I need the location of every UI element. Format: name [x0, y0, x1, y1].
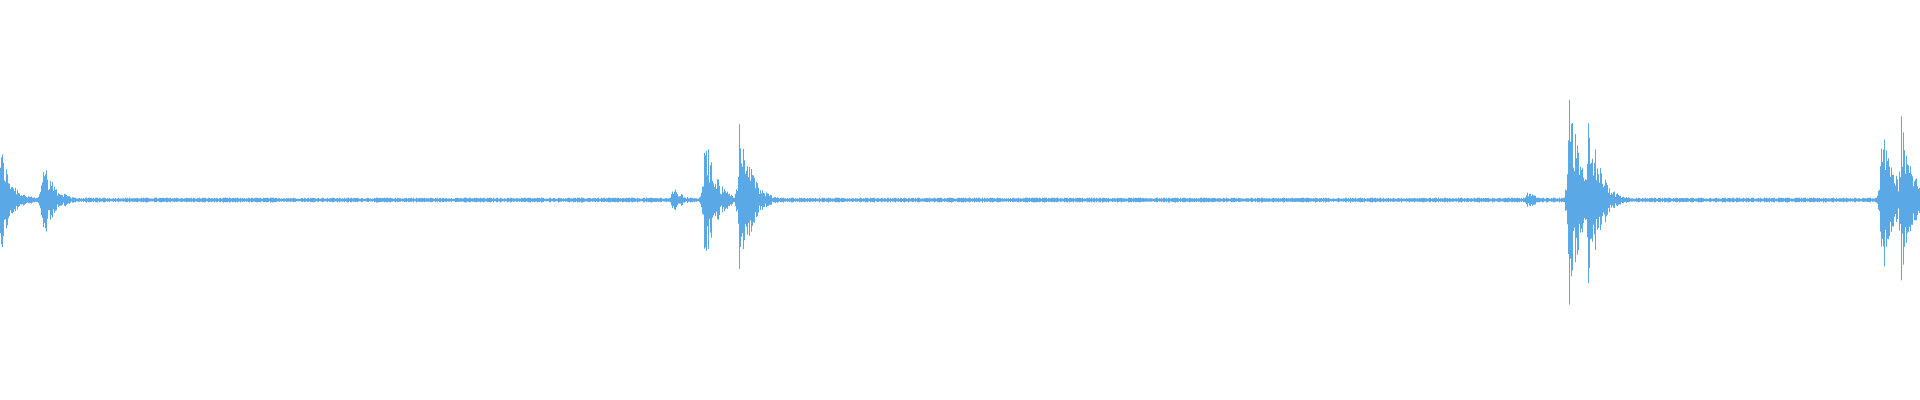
waveform-trace — [0, 99, 1920, 305]
waveform-samples — [0, 99, 1920, 305]
